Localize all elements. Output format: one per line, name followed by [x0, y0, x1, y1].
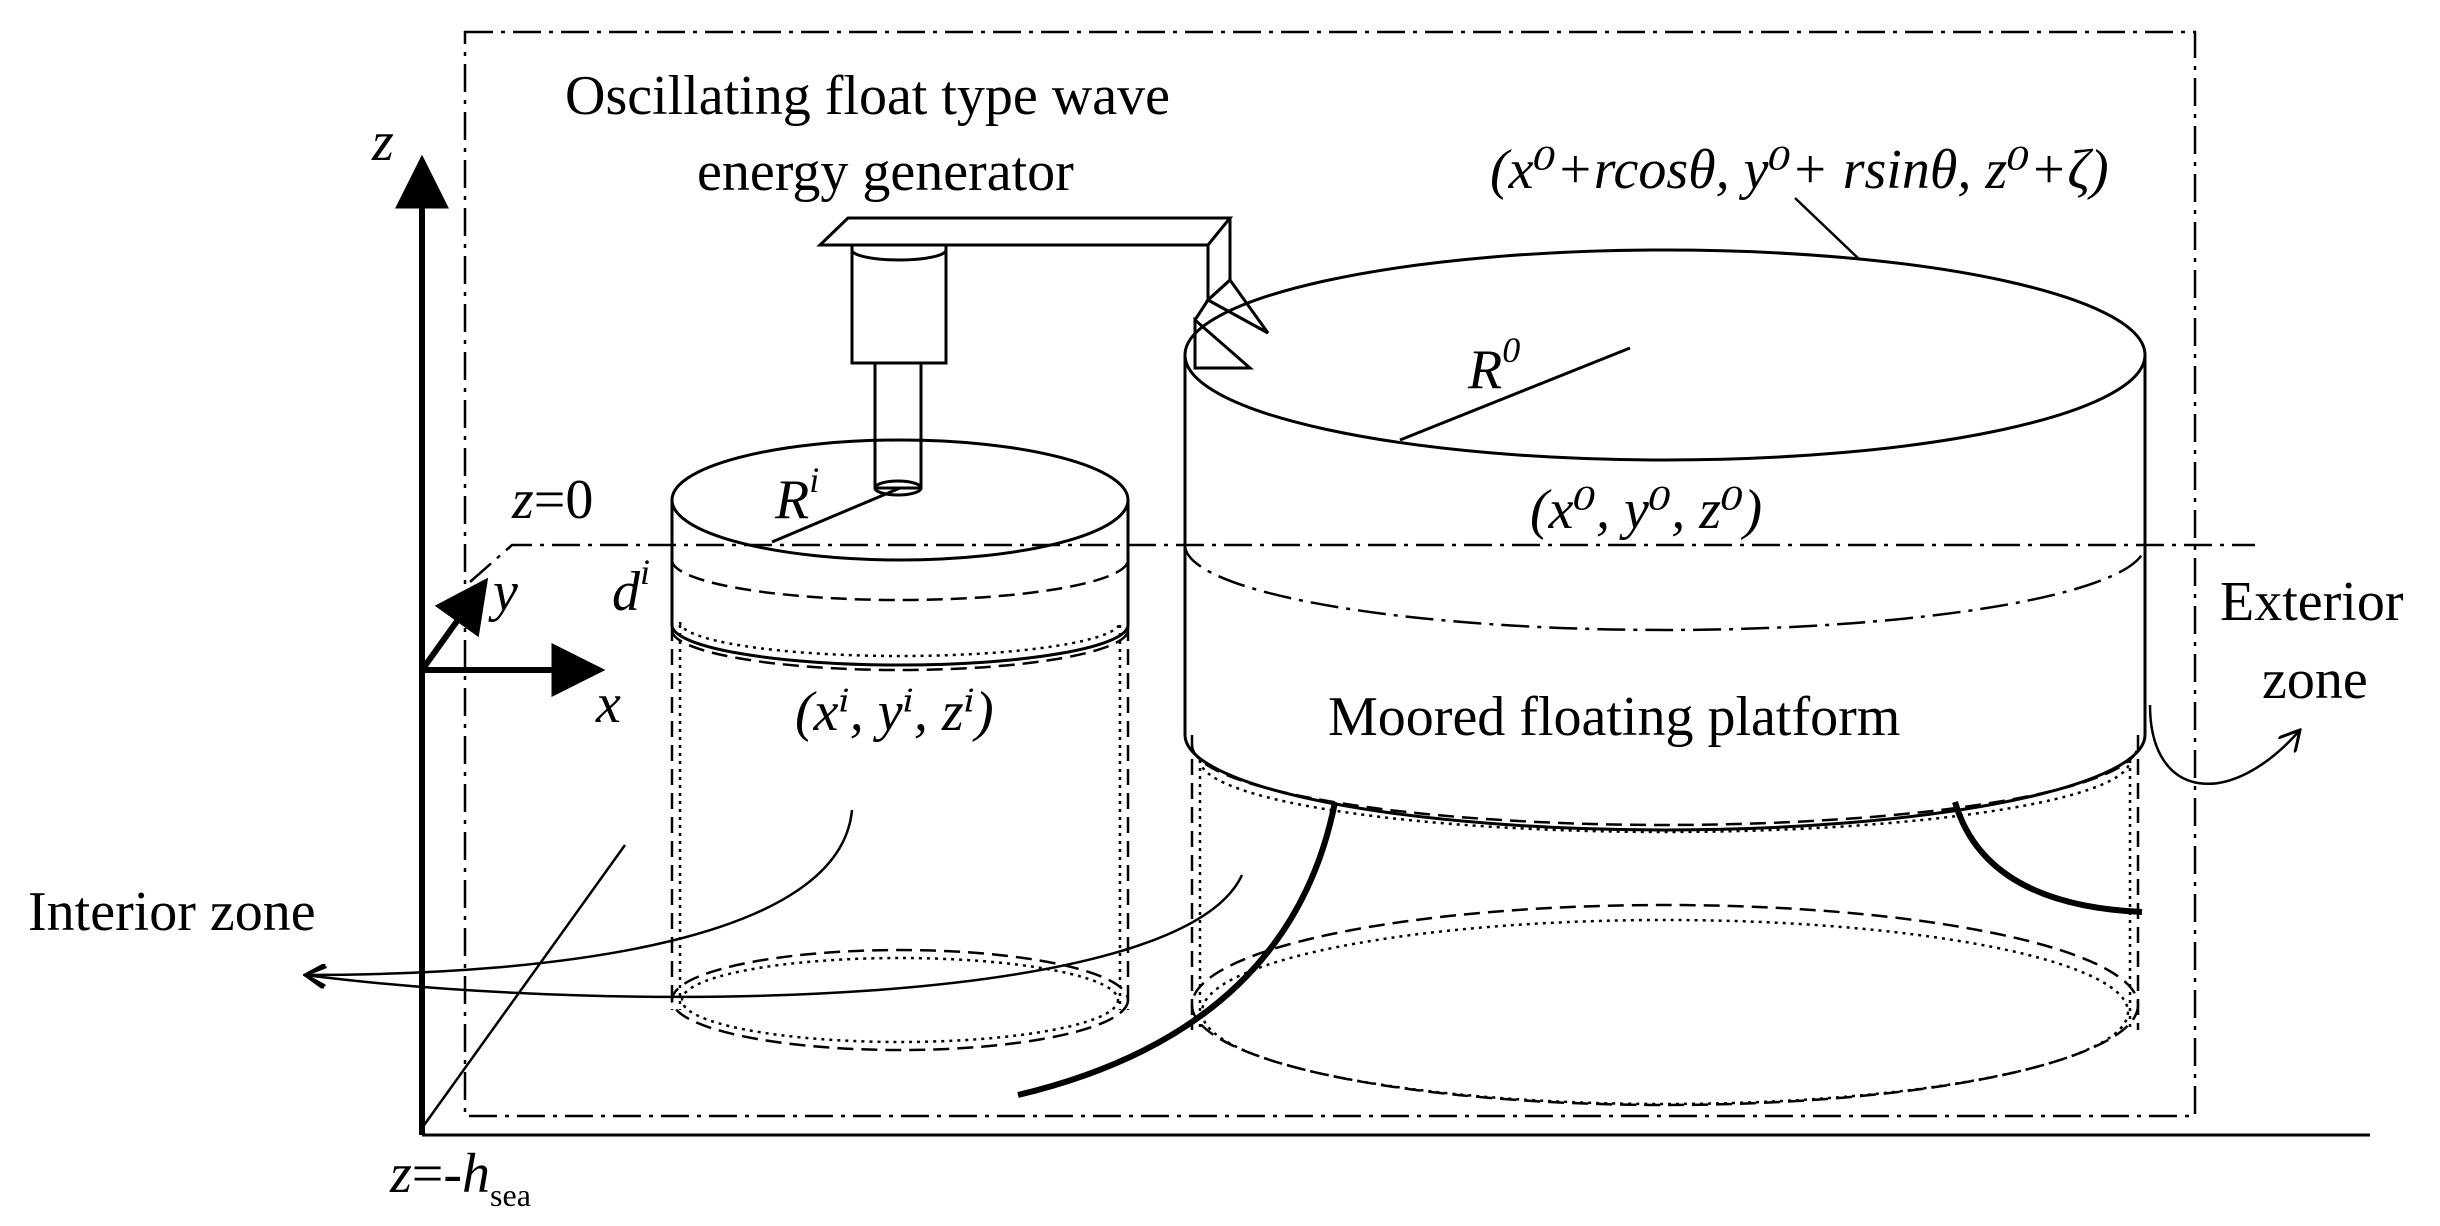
still-water-line [469, 543, 2255, 583]
title-line-1: Oscillating float type wave [565, 65, 1170, 127]
mooring-line-right [1952, 801, 2143, 915]
platform-top [1183, 248, 2147, 462]
z-zero-label: z=0 [511, 469, 593, 531]
float-radius-line [771, 486, 901, 544]
surface-point-label: (x⁰+rcosθ, y⁰+ rsinθ, z⁰+ζ) [1490, 139, 2109, 201]
float-bottom-dotted [680, 956, 1120, 1044]
platform-label: Moored floating platform [1328, 686, 1900, 748]
y-axis-label: y [488, 561, 518, 623]
float-top [670, 438, 1130, 562]
y-axis [419, 577, 489, 672]
title-line-2: energy generator [697, 141, 1074, 203]
interior-zone-label: Interior zone [28, 881, 316, 943]
pto-upper-cylinder [850, 243, 948, 365]
z-axis-label: z [371, 111, 394, 173]
exterior-zone-line-1: Exterior [2220, 571, 2404, 633]
platform-bottom-dotted [1200, 918, 2130, 1106]
interior-arrow-1 [305, 809, 854, 975]
z-seabed-label: z=-hsea [389, 1143, 531, 1213]
control-volume-boundary [463, 30, 2197, 1118]
platform-radius-label: R0 [1467, 330, 1520, 401]
depth-guide-line [420, 844, 627, 1129]
float-bottom-dashed [670, 948, 1130, 1052]
platform-bottom-dashed [1190, 903, 2140, 1107]
exterior-zone-line-2: zone [2262, 649, 2368, 711]
platform-cylinder [1183, 248, 2147, 1107]
x-axis-label: x [595, 673, 621, 735]
float-cylinder [670, 438, 1130, 1052]
float-center-label: (xⁱ, yⁱ, zⁱ) [795, 681, 994, 743]
pto-arm [816, 216, 1234, 247]
float-draft-label: di [612, 552, 650, 623]
mooring-line-left [1017, 801, 1338, 1098]
interior-arrow-2 [305, 874, 1244, 999]
exterior-arrow [2148, 704, 2300, 785]
platform-center-label: (x⁰, y⁰, z⁰) [1530, 479, 1762, 541]
pto-bracket [1205, 277, 1270, 335]
pto-rod [873, 361, 923, 490]
float-draft-line [670, 559, 1130, 602]
float-radius-label: Ri [774, 460, 819, 531]
platform-radius-line [1399, 346, 1631, 442]
platform-draft-line [1183, 544, 2147, 632]
generator-pto [816, 216, 1270, 497]
float-bottom-rim [670, 624, 1130, 667]
surface-point-leader [1794, 197, 1861, 261]
